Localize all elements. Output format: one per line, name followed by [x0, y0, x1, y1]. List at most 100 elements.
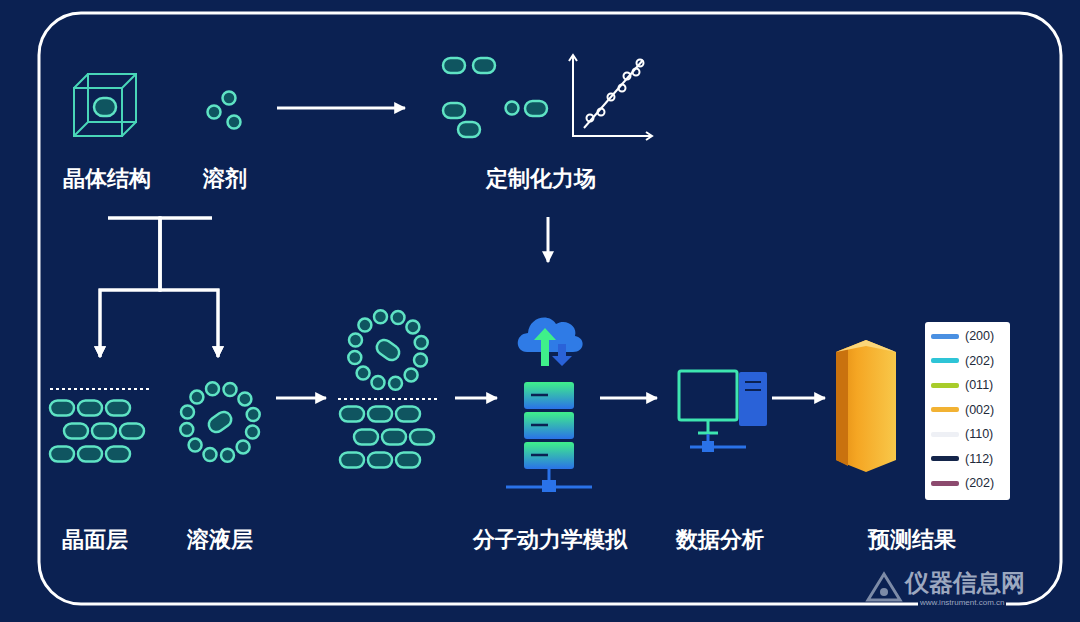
solvent-molecule: [221, 449, 234, 462]
network-line: [690, 434, 746, 447]
solvent-molecule: [190, 391, 203, 404]
icon-node: 定制化力场: [405, 45, 665, 217]
crystal-cube-icon: [74, 74, 136, 136]
server-slots: [531, 395, 548, 455]
solvent-molecule: [358, 319, 371, 332]
solvent-molecule: [247, 408, 260, 421]
legend-swatch: [931, 383, 959, 388]
fit-plot: [569, 55, 652, 140]
molecule: [382, 430, 406, 445]
prism-top: [836, 340, 896, 352]
molecule: [396, 407, 420, 422]
logo-shape: [868, 574, 900, 600]
molecule: [396, 453, 420, 468]
molecule: [473, 58, 495, 73]
legend-swatch: [931, 334, 959, 339]
molecule: [106, 447, 130, 462]
solvent-molecule: [405, 368, 418, 381]
solvent-dot: [208, 106, 221, 119]
legend-text: (002): [965, 403, 994, 417]
molecule: [443, 58, 465, 73]
solution-layer: [180, 382, 259, 461]
molecule: [368, 453, 392, 468]
molecule: [206, 409, 234, 435]
plot-point: [633, 69, 640, 76]
icon-node: 溶剂: [190, 62, 277, 218]
molecule: [410, 430, 434, 445]
logo-dot: [880, 588, 888, 596]
solvent-molecule: [237, 440, 250, 453]
watermark-url: www.instrument.com.cn: [918, 597, 1006, 609]
molecule: [368, 407, 392, 422]
legend-text: (202): [965, 476, 994, 490]
solvent-molecule: [372, 376, 385, 389]
legend-row: (200): [925, 324, 1010, 349]
solvent-molecule: [181, 406, 194, 419]
flow-arrow: [276, 397, 326, 400]
solvent-molecule: [224, 383, 237, 396]
server-icon: [506, 382, 592, 492]
icon-node: 晶面层: [48, 357, 152, 467]
legend-text: (110): [965, 427, 993, 441]
solvent-dot: [223, 92, 236, 105]
solvent-molecule: [349, 334, 362, 347]
molecule: [64, 424, 88, 439]
cube-edges: [74, 74, 136, 136]
surface-dotted-line: [50, 388, 150, 390]
crystal-layer: [50, 401, 144, 462]
molecule: [443, 103, 465, 118]
legend-row: (202): [925, 349, 1010, 374]
watermark-logo: [868, 574, 900, 600]
legend-text: (202): [965, 354, 994, 368]
solvent-molecule: [389, 377, 402, 390]
flow-connector: [772, 397, 825, 400]
interface-solution: [348, 310, 427, 389]
legend-row: (202): [925, 471, 1010, 496]
node-label: 晶面层: [62, 526, 128, 554]
legend-row: (011): [925, 373, 1010, 398]
solvent-dots: [208, 92, 241, 129]
cloud-icon: [518, 318, 583, 366]
molecule: [50, 447, 74, 462]
legend-panel: [925, 322, 1010, 500]
upload-arrow: [534, 328, 556, 366]
flow-connector: [547, 217, 550, 262]
outer-frame: [39, 13, 1061, 604]
node-label: 定制化力场: [486, 165, 596, 193]
plot-point: [624, 73, 631, 80]
icon-node: 溶液层: [170, 357, 270, 467]
molecule: [525, 101, 547, 116]
flow-connector: [600, 397, 657, 400]
solvent-molecule: [238, 392, 251, 405]
interface-crystal: [340, 407, 434, 468]
solvent-dot: [228, 116, 241, 129]
molecule: [50, 401, 74, 416]
solvent-molecule: [414, 354, 427, 367]
node-label: 分子动力学模拟: [473, 526, 627, 554]
solvent-molecule: [204, 448, 217, 461]
plot-point: [619, 85, 626, 92]
legend-row: (002): [925, 398, 1010, 423]
molecule: [78, 401, 102, 416]
forcefield-molecules: [443, 58, 547, 137]
solvent-molecule: [246, 426, 259, 439]
legend-row: (112): [925, 447, 1010, 472]
flow-connector: [100, 218, 212, 357]
molecule: [506, 102, 519, 115]
solvent-molecule: [180, 423, 193, 436]
molecule: [120, 424, 144, 439]
solvent-molecule: [415, 336, 428, 349]
solvent-molecule: [374, 310, 387, 323]
molecule: [354, 430, 378, 445]
molecule: [78, 447, 102, 462]
icon-node: 分子动力学模拟: [500, 262, 600, 502]
flow-arrow: [455, 397, 497, 400]
axis-tip: [569, 55, 652, 140]
legend-text: (112): [965, 452, 993, 466]
cube-molecule: [94, 98, 116, 116]
plot-point: [637, 60, 644, 67]
molecule: [340, 453, 364, 468]
molecule: [106, 401, 130, 416]
download-arrow: [552, 344, 572, 366]
